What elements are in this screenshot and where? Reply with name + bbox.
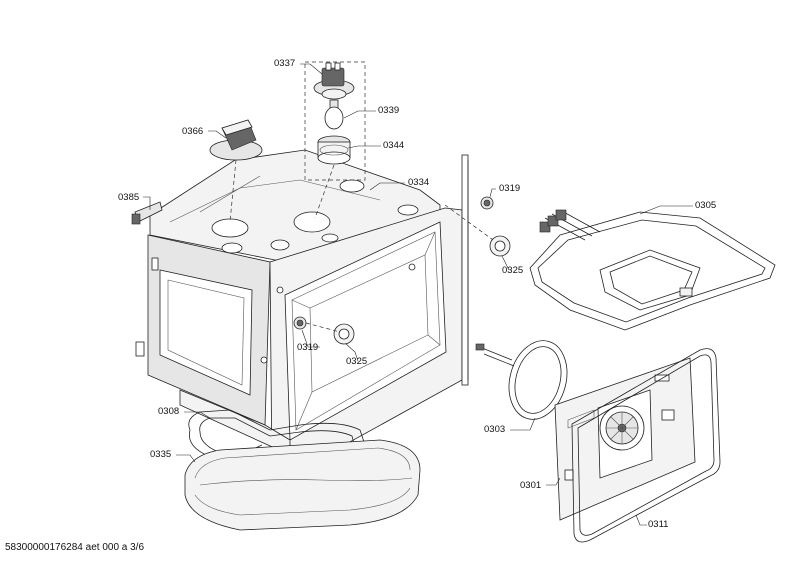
label-0308: 0308 [158, 406, 180, 417]
label-0303: 0303 [484, 424, 506, 435]
fitting-0325-right [489, 235, 511, 257]
label-0337: 0337 [274, 58, 296, 69]
door-seal [571, 348, 721, 543]
label-0325-front: 0325 [346, 356, 368, 367]
lamp-assembly [304, 61, 366, 219]
label-0325-right: 0325 [502, 265, 524, 276]
lamp-bulb [324, 99, 344, 130]
label-0339: 0339 [378, 105, 400, 116]
oven-cavity [135, 149, 469, 479]
label-0319-right: 0319 [499, 183, 521, 194]
lamp-socket [313, 62, 355, 100]
grill-heater [529, 209, 776, 331]
document-reference: 58300000176284 aet 000 a 3/6 [5, 542, 145, 553]
ring-heater [475, 340, 568, 420]
fitting-0319-right [480, 196, 494, 210]
label-0344: 0344 [383, 140, 405, 151]
label-0334: 0334 [408, 177, 430, 188]
label-0319-front: 0319 [297, 342, 319, 353]
label-0366: 0366 [182, 126, 204, 137]
lamp-glass-cover [317, 135, 351, 165]
label-0335: 0335 [150, 449, 172, 460]
label-0305: 0305 [695, 200, 717, 211]
fitting-0325-front [333, 323, 355, 345]
insulation [184, 439, 421, 531]
back-panel [554, 357, 696, 521]
top-component-0366 [209, 119, 263, 223]
fitting-0319-front [293, 316, 307, 330]
leader-lines [143, 63, 693, 526]
label-0311: 0311 [648, 519, 669, 530]
label-0301: 0301 [520, 480, 542, 491]
bracket-0385 [131, 201, 163, 225]
label-0385: 0385 [118, 192, 140, 203]
